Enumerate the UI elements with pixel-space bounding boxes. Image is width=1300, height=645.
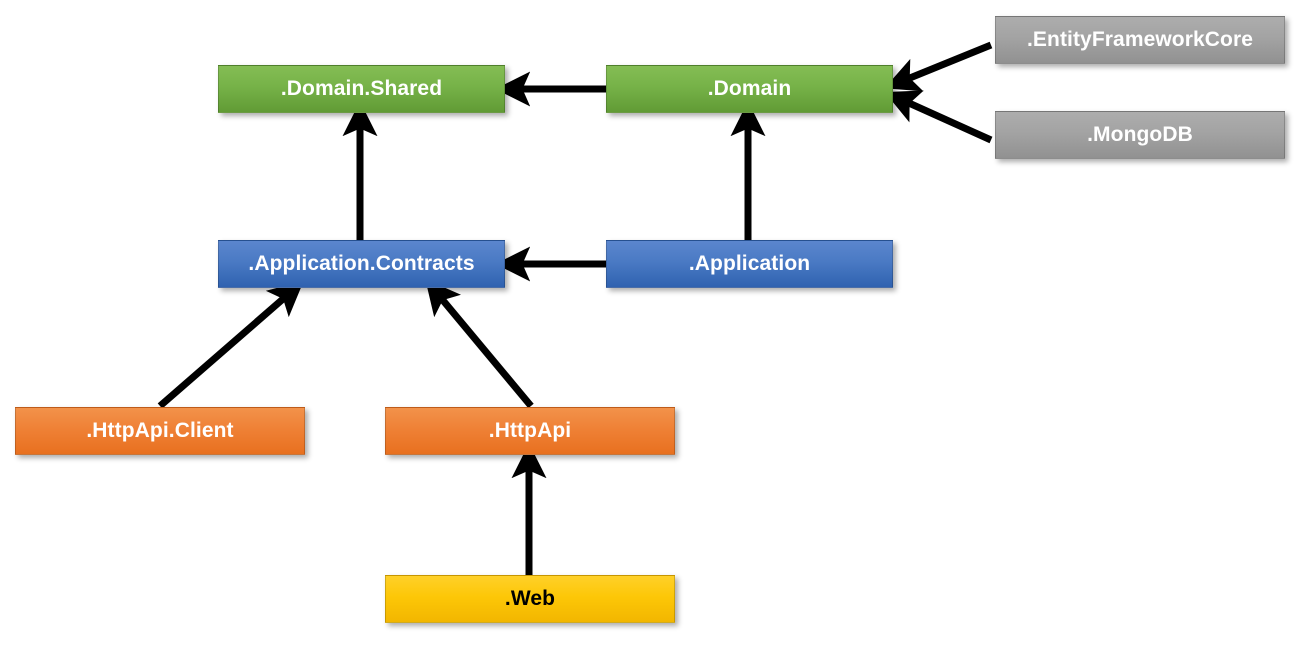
node-label-domain: .Domain (707, 77, 792, 100)
edges-group (157, 41, 993, 575)
node-entity-framework-core[interactable]: .EntityFrameworkCore (995, 16, 1285, 64)
node-label-entity-framework-core: .EntityFrameworkCore (1026, 28, 1254, 51)
node-label-application: .Application (688, 252, 811, 275)
node-domain-shared[interactable]: .Domain.Shared (218, 65, 505, 113)
arrow-http-api-to-application-contracts (425, 279, 534, 409)
node-mongodb[interactable]: .MongoDB (995, 111, 1285, 159)
arrow-mongodb-to-domain (884, 90, 993, 144)
node-http-api-client[interactable]: .HttpApi.Client (15, 407, 305, 455)
node-web[interactable]: .Web (385, 575, 675, 623)
node-label-mongodb: .MongoDB (1087, 123, 1193, 146)
node-label-http-api: .HttpApi (488, 419, 572, 442)
node-label-domain-shared: .Domain.Shared (280, 77, 443, 100)
node-http-api[interactable]: .HttpApi (385, 407, 675, 455)
node-application-contracts[interactable]: .Application.Contracts (218, 240, 505, 288)
node-application[interactable]: .Application (606, 240, 893, 288)
node-label-web: .Web (504, 587, 556, 610)
arrow-http-api-client-to-application-contracts (157, 280, 304, 409)
node-domain[interactable]: .Domain (606, 65, 893, 113)
node-label-http-api-client: .HttpApi.Client (86, 419, 234, 442)
arrow-entityframeworkcore-to-domain (884, 41, 993, 92)
node-label-application-contracts: .Application.Contracts (248, 252, 475, 275)
